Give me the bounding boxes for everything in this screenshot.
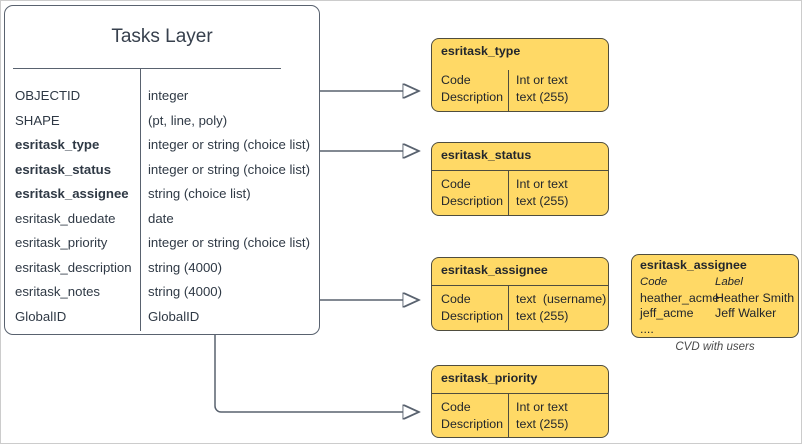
field-type: string (4000): [148, 259, 223, 275]
field-row: esritask_status integer or string (choice…: [5, 158, 319, 183]
domain-column-divider: [508, 285, 509, 330]
domain-column-divider: [508, 170, 509, 215]
domain-column-divider: [508, 70, 509, 111]
field-name: esritask_description: [15, 259, 132, 275]
field-row: GlobalID GlobalID: [5, 305, 319, 330]
field-type: GlobalID: [148, 308, 200, 324]
field-type: integer or string (choice list): [148, 161, 310, 177]
cvd-label: Heather Smith: [715, 290, 795, 305]
domain-box-esritask-assignee[interactable]: esritask_assignee Code Description text …: [431, 257, 609, 331]
field-name: esritask_assignee: [15, 186, 129, 201]
cvd-code: ....: [640, 321, 654, 336]
domain-title: esritask_priority: [441, 371, 538, 385]
domain-box-esritask-status[interactable]: esritask_status Code Description Int or …: [431, 142, 609, 216]
field-name: GlobalID: [15, 308, 67, 324]
field-type: date: [148, 210, 174, 226]
domain-field-names: Code Description: [441, 292, 503, 323]
field-name: esritask_notes: [15, 284, 101, 299]
cvd-header-code: Code: [640, 276, 668, 288]
domain-box-esritask-type[interactable]: esritask_type Code Description Int or te…: [431, 38, 609, 112]
cvd-row: jeff_acme Jeff Walker: [640, 306, 794, 322]
field-row: OBJECTID integer: [5, 84, 319, 109]
entity-title: Tasks Layer: [111, 26, 213, 47]
cvd-code: heather_acme: [640, 290, 720, 305]
field-name: esritask_priority: [15, 235, 108, 250]
cvd-label: Jeff Walker: [715, 306, 777, 320]
cvd-header-row: Code Label: [640, 275, 794, 291]
field-name: esritask_type: [15, 137, 100, 152]
domain-field-types: text (username) text (255): [516, 292, 607, 323]
domain-column-divider: [508, 393, 509, 437]
field-type: string (choice list): [148, 186, 251, 201]
field-row: esritask_type integer or string (choice l…: [5, 133, 319, 158]
cvd-row: ....: [640, 322, 794, 338]
domain-field-names: Code Description: [441, 400, 503, 431]
field-name: esritask_duedate: [15, 210, 116, 226]
field-type: integer: [148, 88, 189, 103]
domain-box-esritask-priority[interactable]: esritask_priority Code Description Int o…: [431, 365, 609, 438]
cvd-header-label: Label: [715, 276, 743, 288]
domain-field-types: Int or text text (255): [516, 400, 569, 431]
column-divider: [140, 68, 141, 331]
cvd-code: jeff_acme: [640, 306, 694, 320]
field-type: integer or string (choice list): [148, 235, 310, 250]
cvd-title: esritask_assignee: [640, 258, 747, 272]
field-row: esritask_description string (4000): [5, 256, 319, 281]
field-name: OBJECTID: [15, 88, 81, 103]
domain-field-names: Code Description: [441, 177, 503, 208]
title-divider: [13, 68, 281, 69]
domain-header-divider: [432, 285, 608, 286]
field-name: SHAPE: [15, 112, 60, 128]
domain-field-types: Int or text text (255): [516, 73, 569, 104]
domain-header-divider: [432, 170, 608, 171]
field-type: string (4000): [148, 284, 223, 299]
field-row: SHAPE (pt, line, poly): [5, 109, 319, 134]
field-name: esritask_status: [15, 161, 112, 177]
field-type: (pt, line, poly): [148, 112, 228, 128]
domain-title: esritask_type: [441, 44, 521, 58]
domain-title: esritask_status: [441, 148, 532, 162]
field-row: esritask_notes string (4000): [5, 280, 319, 305]
field-row: esritask_priority integer or string (choi…: [5, 231, 319, 256]
field-type: integer or string (choice list): [148, 137, 310, 152]
field-row: esritask_duedate date: [5, 207, 319, 232]
domain-title: esritask_assignee: [441, 263, 548, 277]
domain-field-names: Code Description: [441, 73, 503, 104]
cvd-caption: CVD with users: [675, 341, 755, 353]
field-row: esritask_assignee string (choice list): [5, 182, 319, 207]
domain-field-types: Int or text text (255): [516, 177, 569, 208]
domain-header-divider: [432, 393, 608, 394]
